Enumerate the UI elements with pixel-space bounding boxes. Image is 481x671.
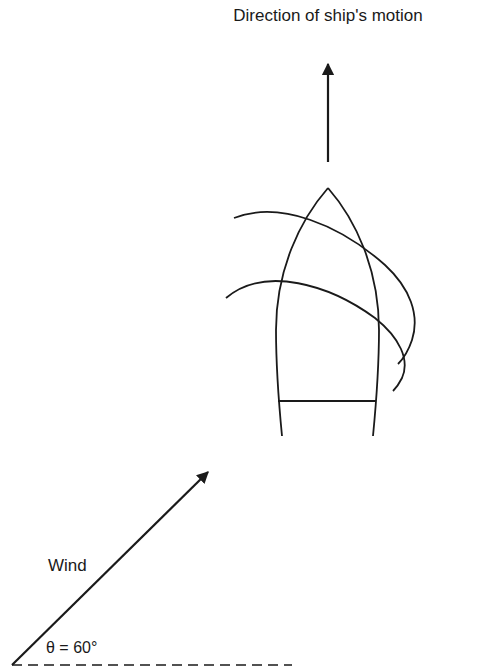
angle-label: θ = 60° — [46, 639, 97, 657]
hull-left — [276, 188, 328, 436]
hull-right — [328, 188, 379, 436]
sail — [234, 212, 415, 364]
wind-label: Wind — [48, 556, 87, 576]
direction-label: Direction of ship's motion — [233, 6, 422, 26]
reference-line — [12, 664, 292, 666]
sail — [226, 281, 405, 391]
stern-line — [278, 400, 376, 402]
wind-arrow — [12, 472, 208, 665]
motion-arrow — [327, 64, 329, 162]
